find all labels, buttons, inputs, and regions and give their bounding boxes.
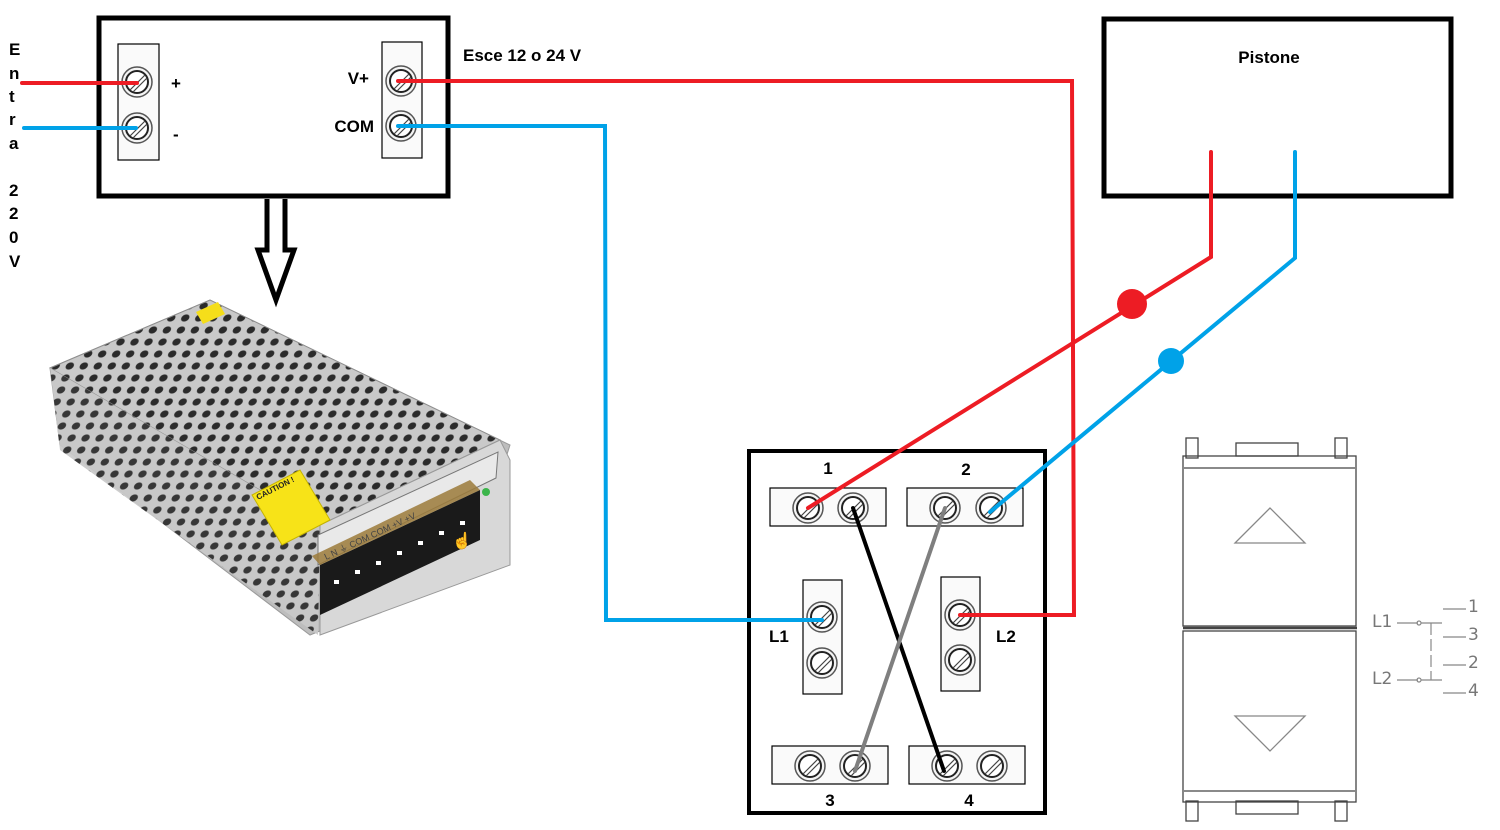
input-label-char: 0 (9, 228, 18, 247)
vplus-to-l2-wire (396, 79, 1077, 617)
com-to-l1-wire (396, 124, 824, 622)
terminal-3-screw-a-icon (794, 750, 826, 782)
terminal-1-label: 1 (823, 459, 832, 478)
input-label-char: n (9, 64, 19, 83)
terminal-4-screw-a-icon (931, 750, 963, 782)
schematic-l1-label: L1 (1372, 612, 1392, 632)
input-voltage-label: E n t r a 2 2 0 V (9, 40, 21, 271)
caution-sticker (251, 469, 331, 546)
bridge-2-to-3-wire (853, 506, 947, 773)
input-label-char: a (9, 134, 19, 153)
up-arrow-icon (1233, 507, 1307, 544)
terminal-l2-label: L2 (996, 627, 1016, 646)
negative-junction-dot (1158, 348, 1184, 374)
terminal-3-label: 3 (825, 791, 834, 810)
terminal-4-screw-b-icon (976, 750, 1008, 782)
terminal-l1-screw-b-icon (806, 647, 838, 679)
input-label-char: 2 (9, 181, 18, 200)
positive-junction-dot (1117, 289, 1147, 319)
terminal-l2-screw-b-icon (944, 644, 976, 676)
hand-cursor-icon: ☝ (452, 531, 472, 550)
output-com-label: COM (334, 117, 374, 136)
piston-label: Pistone (1238, 48, 1299, 67)
down-arrow-icon (1233, 715, 1307, 752)
arrow-down-icon (254, 199, 298, 308)
terminal-l1-label: L1 (769, 627, 789, 646)
power-supply-photo: CAUTION ! L N ⏚ COM COM +V +V ☝ (48, 299, 511, 636)
output-terminal-block (381, 41, 423, 159)
terminal-4-label: 4 (964, 791, 974, 810)
piston-to-terminal-1-wire (806, 150, 1213, 510)
switch-schematic (1397, 608, 1466, 694)
input-label-char: V (9, 252, 21, 271)
input-label-char: t (9, 87, 15, 106)
schematic-l2-label: L2 (1372, 669, 1392, 689)
schematic-terminal-1: 1 (1468, 597, 1479, 617)
piston-box (1101, 16, 1454, 199)
terminal-block-4 (908, 745, 1026, 785)
input-label-char: r (9, 110, 16, 129)
terminal-l1-screw-a-icon (806, 601, 838, 633)
piston-to-terminal-2-wire (988, 150, 1297, 514)
output-voltage-note: Esce 12 o 24 V (463, 46, 582, 65)
output-vplus-label: V+ (348, 69, 369, 88)
terminal-2-screw-b-icon (975, 492, 1007, 524)
wires (20, 79, 1297, 773)
rocker-switch-drawing (1182, 437, 1357, 822)
input-minus-label: - (173, 125, 179, 144)
input-plus-label: + (171, 74, 181, 93)
schematic-terminal-2: 2 (1468, 653, 1479, 673)
schematic-terminal-3: 3 (1468, 625, 1479, 645)
schematic-terminal-4: 4 (1468, 681, 1479, 701)
input-label-char: 2 (9, 204, 18, 223)
terminal-2-label: 2 (961, 460, 970, 479)
input-label-char: E (9, 40, 20, 59)
